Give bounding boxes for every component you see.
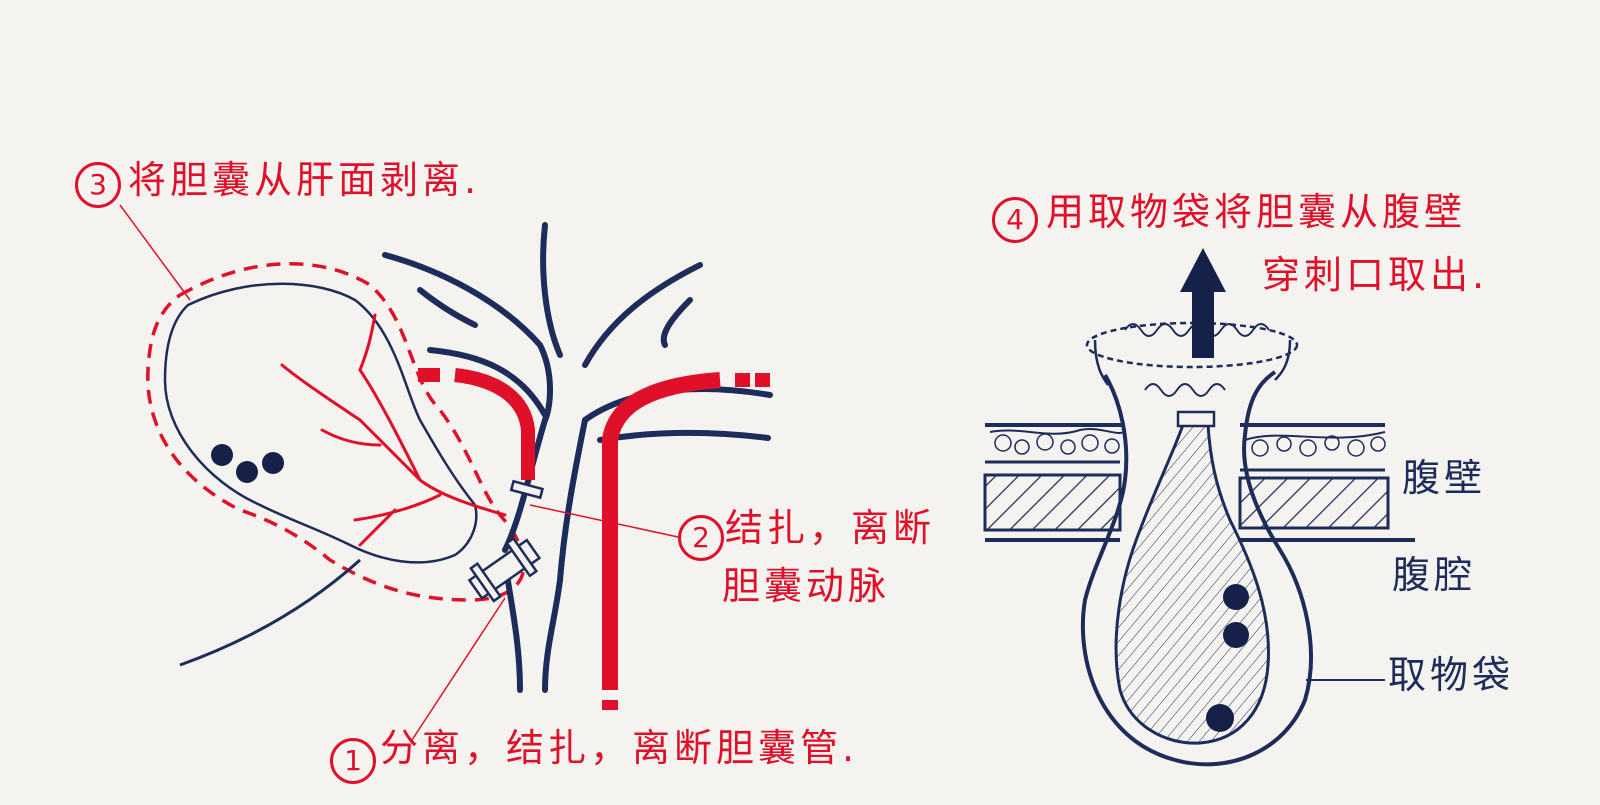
step-2-label-line1: 结扎，离断 <box>725 506 936 550</box>
gallstone <box>262 452 284 474</box>
abdominal-cavity-label: 腹腔 <box>1392 553 1477 597</box>
cystic-artery-branches <box>280 313 507 547</box>
step-4-number: 4 <box>992 197 1038 243</box>
step-1-label: 分离，结扎，离断胆囊管. <box>380 726 859 770</box>
abdominal-wall-label: 腹壁 <box>1402 456 1487 500</box>
gallbladder-neck-clip <box>1176 410 1216 428</box>
gallstone <box>1206 704 1234 732</box>
left-panel-anatomy <box>119 204 773 741</box>
step-1-number: 1 <box>330 738 376 784</box>
cystic-duct-clips <box>467 536 542 603</box>
step-4-label-line2: 穿刺口取出. <box>1262 253 1489 297</box>
retrieval-bag-outline <box>1080 370 1313 767</box>
step-3-label: 将胆囊从肝面剥离. <box>128 158 481 202</box>
leader-lines <box>119 204 679 741</box>
step-2-number: 2 <box>678 515 724 561</box>
liver-edge <box>179 558 362 667</box>
gallstone <box>236 461 258 483</box>
retrieval-bag-label: 取物袋 <box>1388 653 1515 697</box>
step-2-label-line2: 胆囊动脉 <box>722 564 891 608</box>
fat-lobules <box>994 433 1386 457</box>
gallbladder-in-bag <box>1114 423 1270 745</box>
gallstone <box>211 444 233 466</box>
step-3-number: 3 <box>75 162 121 208</box>
gallstone <box>1223 584 1249 610</box>
dissection-dashed-line <box>146 262 526 602</box>
gallstone <box>1223 622 1249 648</box>
hepatic-artery <box>418 368 770 710</box>
extraction-arrow-icon <box>1180 248 1226 358</box>
step-4-label-line1: 用取物袋将胆囊从腹壁 <box>1046 190 1467 234</box>
right-panel-extraction <box>983 248 1415 767</box>
artery-clip <box>509 479 545 500</box>
gallbladder-outline <box>163 282 478 564</box>
